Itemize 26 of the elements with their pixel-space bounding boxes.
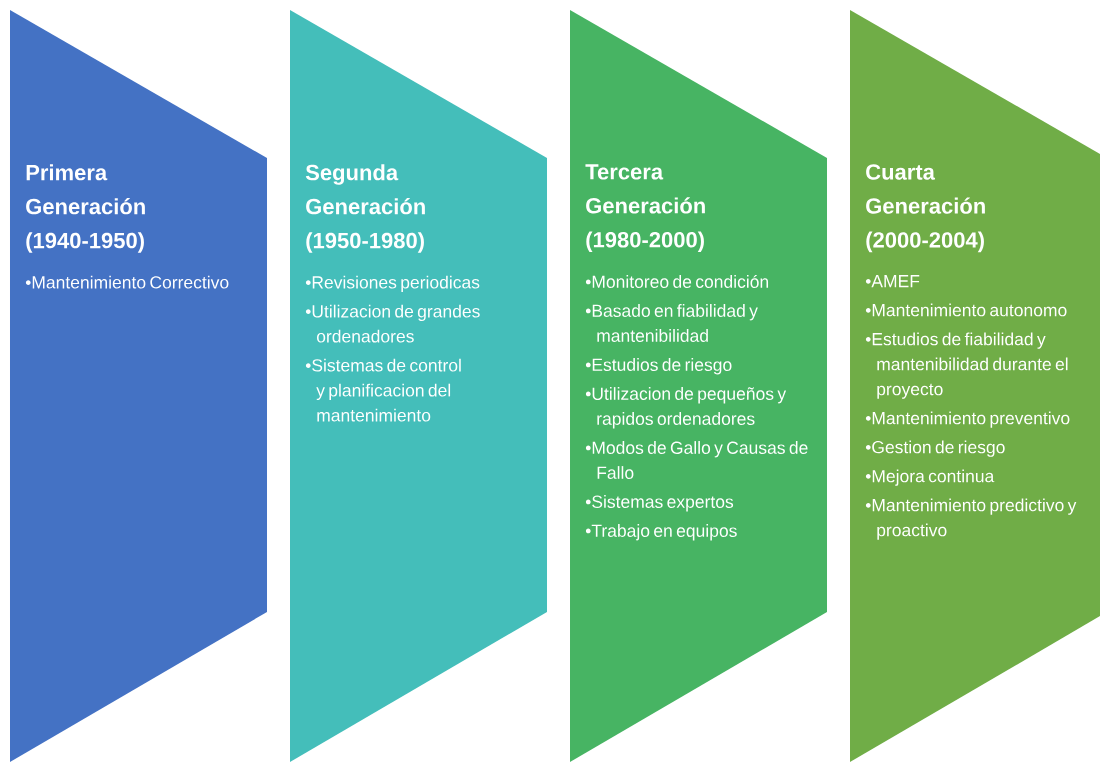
bullet-item: •Utilizacion de pequeños y rapidos ordenadores [585,387,787,429]
bullet-item: •Mantenimiento autonomo [865,303,1067,317]
heading: Segunda Generación (1950-1980) [305,164,425,253]
bullet-item: •Mantenimiento Correctivo [25,275,229,289]
heading: Primera Generación (1940-1950) [26,164,145,253]
bullet-item: •Modos de Gallo y Causas de Fallo [585,441,808,479]
bullet-item: •Mantenimiento predictivo y proactivo [865,498,1077,540]
bullet-item: •Basado en fiabilidad y mantenibilidad [585,304,758,342]
bullet-item: •Gestion de riesgo [865,440,1005,457]
heading: Tercera Generación (1980-2000) [585,164,705,252]
bullet-item: •Mejora continua [865,469,995,486]
stage-panel [850,10,1100,762]
bullet-item: •Monitoreo de condición [585,274,769,288]
bullet-item: •Trabajo en equipos [585,524,737,541]
bullet-item: •Estudios de riesgo [585,358,732,375]
stage-panel [570,10,827,762]
heading: Cuarta Generación (2000-2004) [866,164,985,253]
bullet-item: •Revisiones periodicas [305,275,480,293]
bullet-item: •Sistemas expertos [585,495,734,512]
bullet-item: •Utilizacion de grandes ordenadores [305,304,480,343]
bullet-item: •Estudios de fiabilidad y mantenibilidad durante el proyecto [865,332,1068,399]
bullet-item: •AMEF [865,275,920,288]
stage-panel [10,10,267,762]
bullet-item: •Mantenimiento preventivo [865,411,1070,428]
stage-panel [290,10,547,762]
bullet-item: •Sistemas de control y planificacion del mantenimiento [305,358,461,422]
